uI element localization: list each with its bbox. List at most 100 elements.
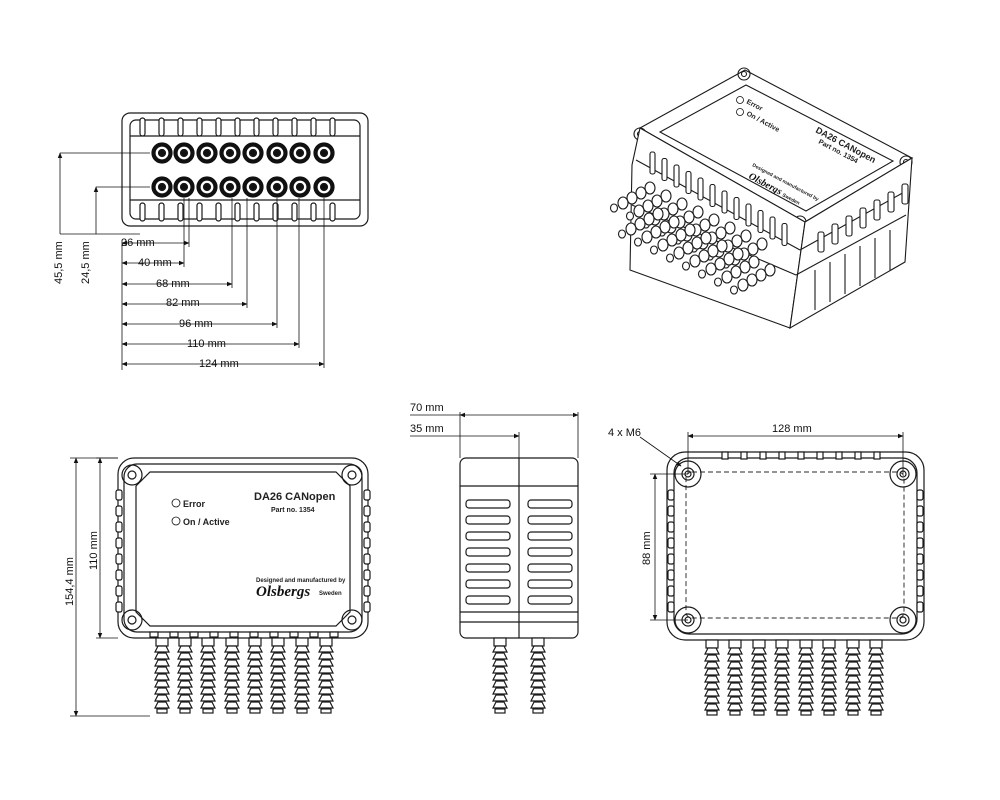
side-rib — [465, 499, 511, 509]
bottom-rib — [269, 631, 279, 638]
connector-pin — [202, 182, 212, 192]
barb-tip — [249, 708, 261, 714]
iso-rib — [685, 170, 692, 195]
iso-rib — [661, 157, 668, 182]
side-rib — [527, 563, 573, 573]
iso-barb-segment — [747, 242, 759, 256]
rib — [234, 202, 241, 222]
side-rib — [667, 569, 675, 581]
iso-hose-barb — [633, 215, 680, 247]
side-view — [459, 457, 579, 714]
iso-hose-barb — [625, 189, 672, 221]
connector-pin — [179, 182, 189, 192]
rib — [291, 202, 298, 222]
dim-154-4: 154,4 mm — [64, 557, 76, 606]
barb-segment — [247, 645, 263, 653]
barb-segment — [492, 666, 508, 674]
iso-barb-segment — [673, 246, 685, 260]
barb-segment — [530, 687, 546, 695]
barb-segment — [727, 689, 743, 697]
bottom-rib — [289, 631, 299, 638]
iso-rib — [697, 177, 704, 201]
connector-pin — [225, 182, 235, 192]
barb-tip — [320, 708, 332, 714]
barb-collar — [705, 639, 719, 649]
hose-barb-connector — [774, 639, 790, 716]
barb-tip — [800, 710, 812, 716]
barb-segment — [868, 696, 884, 704]
barb-segment — [294, 652, 310, 660]
iso-rib — [649, 151, 656, 175]
iso-rib — [733, 196, 740, 221]
side-rib — [916, 553, 924, 565]
mounting-view-dimensions — [639, 432, 904, 621]
iso-rib — [859, 207, 867, 229]
mounting-view — [666, 451, 925, 716]
side-view-dimensions — [410, 412, 579, 458]
barb-segment — [247, 666, 263, 674]
barb-segment — [492, 687, 508, 695]
barb-tip — [823, 710, 835, 716]
rib — [196, 202, 203, 222]
barb-segment — [247, 652, 263, 660]
barb-segment — [154, 673, 170, 681]
side-rib — [527, 531, 573, 541]
barb-segment — [821, 675, 837, 683]
barb-segment — [751, 675, 767, 683]
barb-segment — [798, 647, 814, 655]
barb-collar — [799, 639, 813, 649]
iso-barb-segment — [682, 241, 694, 255]
side-rib — [667, 505, 675, 517]
barb-segment — [798, 675, 814, 683]
barb-segment — [727, 661, 743, 669]
dim-82: 82 mm — [166, 297, 200, 309]
dim-26: 26 mm — [121, 237, 155, 249]
barb-segment — [868, 689, 884, 697]
barb-segment — [727, 703, 743, 711]
iso-barb-segment — [683, 210, 695, 224]
side-rib — [465, 579, 511, 589]
side-rib — [465, 515, 511, 525]
barb-segment — [270, 694, 286, 702]
barb-collar — [155, 637, 169, 647]
iso-hose-barb — [729, 263, 776, 295]
iso-barb-segment — [732, 247, 744, 261]
barb-segment — [774, 689, 790, 697]
barb-collar — [295, 637, 309, 647]
connector-pin — [319, 182, 329, 192]
barb-segment — [774, 654, 790, 662]
barb-segment — [774, 668, 790, 676]
side-rib — [115, 553, 123, 565]
rib — [253, 202, 260, 222]
dim-40: 40 mm — [138, 257, 172, 269]
barb-segment — [845, 668, 861, 676]
barb-segment — [798, 682, 814, 690]
side-rib — [916, 521, 924, 533]
barb-collar — [248, 637, 262, 647]
rib — [272, 117, 279, 137]
barb-segment — [798, 661, 814, 669]
iso-barb-tip — [609, 203, 619, 213]
hose-barb-connector — [200, 637, 216, 714]
iso-rib — [901, 183, 909, 205]
barb-segment — [774, 696, 790, 704]
iso-barb-segment — [740, 229, 752, 243]
side-rib — [115, 585, 123, 597]
barb-segment — [774, 703, 790, 711]
iso-rib — [769, 216, 776, 240]
iso-hose-barb — [713, 255, 760, 287]
barb-segment — [154, 701, 170, 709]
front-on-active-label: On / Active — [183, 517, 230, 527]
barb-segment — [224, 673, 240, 681]
iso-barb-segment — [651, 194, 663, 208]
side-rib — [667, 585, 675, 597]
barb-collar — [225, 637, 239, 647]
front-title: DA26 CANopen — [254, 491, 336, 503]
barb-segment — [798, 689, 814, 697]
iso-barb-segment — [700, 231, 712, 245]
top-rib — [873, 451, 881, 460]
side-rib — [527, 515, 573, 525]
iso-barb-segment — [643, 212, 655, 226]
side-rib — [916, 585, 924, 597]
hose-barb-connector — [318, 637, 334, 714]
